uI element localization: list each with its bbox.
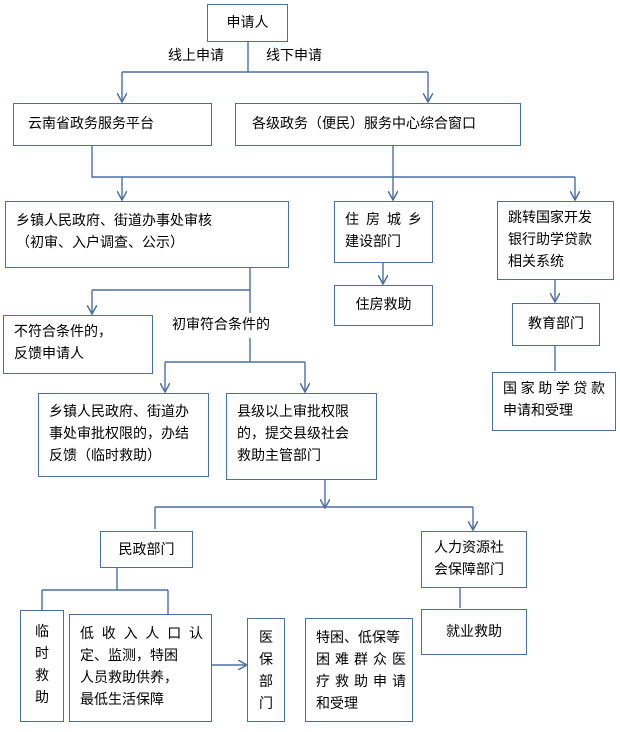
civil-affairs-text: 民政部门 xyxy=(118,542,175,558)
county-approval-line1: 县级以上审批权限 xyxy=(237,404,349,420)
medical-dept-char3: 部 xyxy=(259,674,273,690)
housing-dept-line1: 住 房 城 乡 xyxy=(345,212,422,228)
applicant-box: 申请人 xyxy=(207,4,288,42)
medical-aid-line2: 困难群众医 xyxy=(316,652,406,668)
township-review-line1: 乡镇人民政府、街道办事处审核 xyxy=(16,213,212,229)
county-approval-line3: 救助主管部门 xyxy=(237,448,321,464)
temp-aid-char4: 助 xyxy=(35,690,49,706)
applicant-text: 申请人 xyxy=(226,15,269,31)
label-eligible: 初审符合条件的 xyxy=(172,317,270,333)
hr-social-line2: 会保障部门 xyxy=(434,562,504,578)
temp-aid-box: 临 时 救 助 xyxy=(20,610,64,722)
offline-window-box: 各级政务（便民）服务中心综合窗口 xyxy=(235,103,521,146)
housing-dept-box: 住 房 城 乡 建设部门 xyxy=(334,201,433,263)
hr-social-line1: 人力资源社 xyxy=(434,540,504,556)
online-platform-box: 云南省政务服务平台 xyxy=(13,103,212,146)
employment-aid-text: 就业救助 xyxy=(446,624,502,640)
temp-aid-char1: 临 xyxy=(35,624,49,640)
township-final-line3: 反馈（临时救助） xyxy=(49,448,161,464)
low-income-line3: 人员救助供养， xyxy=(80,670,178,686)
hr-social-box: 人力资源社 会保障部门 xyxy=(421,531,527,588)
housing-aid-text: 住房救助 xyxy=(355,297,412,313)
medical-dept-char2: 保 xyxy=(259,652,273,668)
not-eligible-line1: 不符合条件的， xyxy=(14,324,112,340)
housing-dept-line2: 建设部门 xyxy=(345,234,401,250)
student-loan-line2: 申请和受理 xyxy=(503,403,573,419)
township-review-box: 乡镇人民政府、街道办事处审核 （初审、入户调查、公示） xyxy=(5,201,289,268)
housing-aid-box: 住房救助 xyxy=(334,285,433,326)
township-final-line2: 事处审批权限的，办结 xyxy=(49,426,189,442)
medical-aid-line3: 疗救助申请 xyxy=(316,674,406,690)
temp-aid-char2: 时 xyxy=(35,646,49,662)
medical-dept-box: 医 保 部 门 xyxy=(247,618,285,722)
township-review-line2: （初审、入户调查、公示） xyxy=(16,235,184,251)
civil-affairs-box: 民政部门 xyxy=(100,531,193,568)
education-dept-box: 教育部门 xyxy=(512,303,600,346)
county-approval-box: 县级以上审批权限 的，提交县级社会 救助主管部门 xyxy=(226,393,377,480)
offline-window-text: 各级政务（便民）服务中心综合窗口 xyxy=(252,116,476,132)
student-loan-box: 国家助学贷款 申请和受理 xyxy=(492,372,616,431)
township-final-line1: 乡镇人民政府、街道办 xyxy=(49,404,189,420)
label-offline: 线下申请 xyxy=(266,48,322,64)
medical-dept-char1: 医 xyxy=(259,630,273,646)
loan-system-line1: 跳转国家开发 xyxy=(508,210,592,226)
not-eligible-line2: 反馈申请人 xyxy=(14,346,84,362)
loan-system-line3: 相关系统 xyxy=(508,254,564,270)
online-platform-text: 云南省政务服务平台 xyxy=(28,116,154,132)
loan-system-line2: 银行助学贷款 xyxy=(508,232,592,248)
medical-dept-char4: 门 xyxy=(259,696,273,712)
medical-aid-box: 特困、低保等 困难群众医 疗救助申请 和受理 xyxy=(305,618,413,722)
temp-aid-char3: 救 xyxy=(35,668,49,684)
education-dept-text: 教育部门 xyxy=(528,316,584,332)
low-income-line1: 低 收 入 人 口 认 xyxy=(80,626,203,642)
label-online: 线上申请 xyxy=(168,48,224,64)
medical-aid-line4: 和受理 xyxy=(316,696,358,712)
student-loan-line1: 国家助学贷款 xyxy=(503,381,605,397)
low-income-line2: 定、监测，特困 xyxy=(80,648,178,664)
loan-system-box: 跳转国家开发 银行助学贷款 相关系统 xyxy=(497,201,614,280)
township-final-box: 乡镇人民政府、街道办 事处审批权限的，办结 反馈（临时救助） xyxy=(38,393,209,477)
county-approval-line2: 的，提交县级社会 xyxy=(237,426,349,442)
low-income-line4: 最低生活保障 xyxy=(80,692,164,708)
not-eligible-box: 不符合条件的， 反馈申请人 xyxy=(3,315,153,374)
employment-aid-box: 就业救助 xyxy=(421,609,527,655)
low-income-box: 低 收 入 人 口 认 定、监测，特困 人员救助供养， 最低生活保障 xyxy=(69,614,212,722)
medical-aid-line1: 特困、低保等 xyxy=(316,630,400,646)
